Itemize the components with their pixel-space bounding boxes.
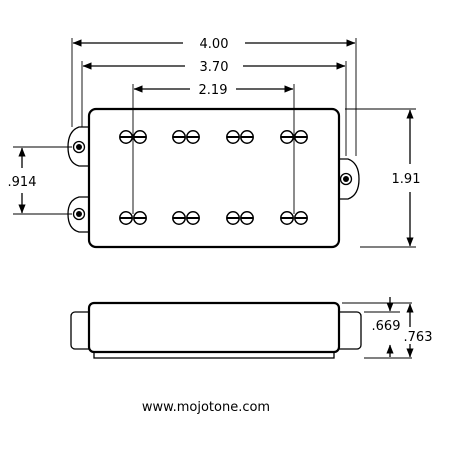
dim-pole-spacing: 2.19 <box>133 83 294 98</box>
right-mounting-ear <box>338 158 360 200</box>
dim-label-body-height: 1.91 <box>392 172 421 187</box>
side-extension-lines <box>342 302 412 359</box>
pickup-body-top <box>87 107 341 249</box>
dim-mount-spacing: .914 <box>8 147 37 214</box>
side-cover <box>87 301 341 354</box>
dim-label-overall-width: 4.00 <box>200 37 229 52</box>
dim-side-height-total: .763 <box>404 303 433 358</box>
side-view <box>70 301 362 359</box>
pole-pieces <box>119 130 308 225</box>
dim-side-height-body: .669 <box>372 297 401 357</box>
dim-label-mount-spacing: .914 <box>8 175 37 190</box>
dim-body-height: 1.91 <box>392 109 421 247</box>
extension-lines <box>13 38 416 248</box>
dim-label-side-height-total: .763 <box>404 330 433 345</box>
top-view <box>67 107 360 249</box>
dim-label-body-width: 3.70 <box>200 60 229 75</box>
dim-overall-width: 4.00 <box>72 37 356 52</box>
website-url: www.mojotone.com <box>142 400 270 415</box>
dim-label-side-height-body: .669 <box>372 319 401 334</box>
dim-body-width: 3.70 <box>82 60 346 75</box>
side-bottom-plate <box>93 351 335 359</box>
dim-label-pole-spacing: 2.19 <box>199 83 228 98</box>
